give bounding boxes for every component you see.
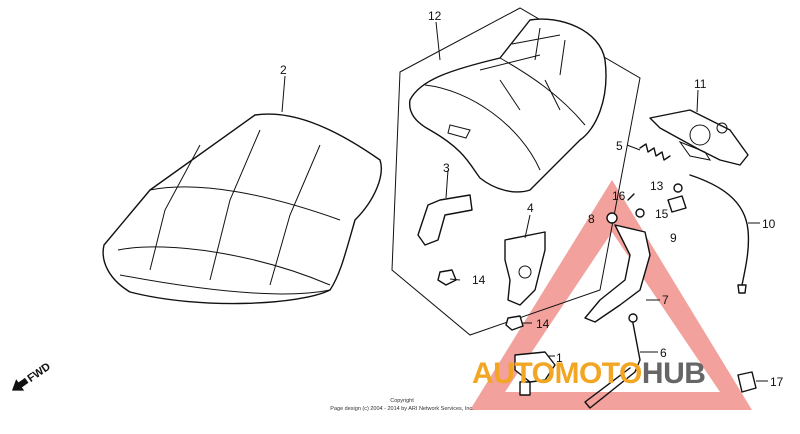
bracket-3 <box>417 194 473 246</box>
callout-16: 16 <box>612 189 626 203</box>
spring-5 <box>639 143 671 161</box>
callout-7: 7 <box>662 293 669 307</box>
callout-9: 9 <box>670 231 677 245</box>
callout-14-b: 14 <box>536 317 550 331</box>
callout-4: 4 <box>527 201 534 215</box>
callout-3: 3 <box>443 161 450 175</box>
callout-11: 11 <box>694 77 707 91</box>
assembly-frame <box>391 7 641 336</box>
nut-14-a <box>437 269 457 286</box>
copyright-line-1: Copyright <box>390 398 414 404</box>
callout-2: 2 <box>280 63 287 77</box>
bolt-13 <box>673 183 683 193</box>
callout-14-a: 14 <box>472 273 486 287</box>
brand-logo: AUTOMOTOHUB <box>472 357 705 390</box>
callout-6: 6 <box>660 346 667 360</box>
callout-8: 8 <box>588 212 595 226</box>
latch-1 <box>514 351 556 383</box>
callout-10: 10 <box>762 217 776 231</box>
bracket-4 <box>504 231 546 306</box>
svg-text:FWD: FWD <box>25 361 52 385</box>
pin-16 <box>627 193 635 201</box>
copyright-line-2: Page design (c) 2004 - 2014 by ARI Netwo… <box>330 406 474 412</box>
seat-2 <box>102 113 382 305</box>
washer-15 <box>635 208 645 218</box>
seat-12 <box>408 18 607 193</box>
callout-12: 12 <box>428 9 442 23</box>
nut-14-b <box>505 315 524 331</box>
callout-17: 17 <box>770 375 784 389</box>
seat-lock-11 <box>649 89 749 166</box>
callout-15: 15 <box>655 207 669 221</box>
clip-9 <box>667 195 687 213</box>
callout-5: 5 <box>616 139 623 153</box>
callout-1: 1 <box>556 351 563 365</box>
callout-13: 13 <box>650 179 664 193</box>
arm-7 <box>584 224 651 323</box>
watermark-triangle <box>470 180 752 410</box>
collar-8 <box>606 212 618 224</box>
rod-6 <box>584 317 641 409</box>
cable-10 <box>689 174 750 286</box>
bolt-17 <box>737 371 757 393</box>
fwd-arrow: FWD <box>11 361 53 391</box>
